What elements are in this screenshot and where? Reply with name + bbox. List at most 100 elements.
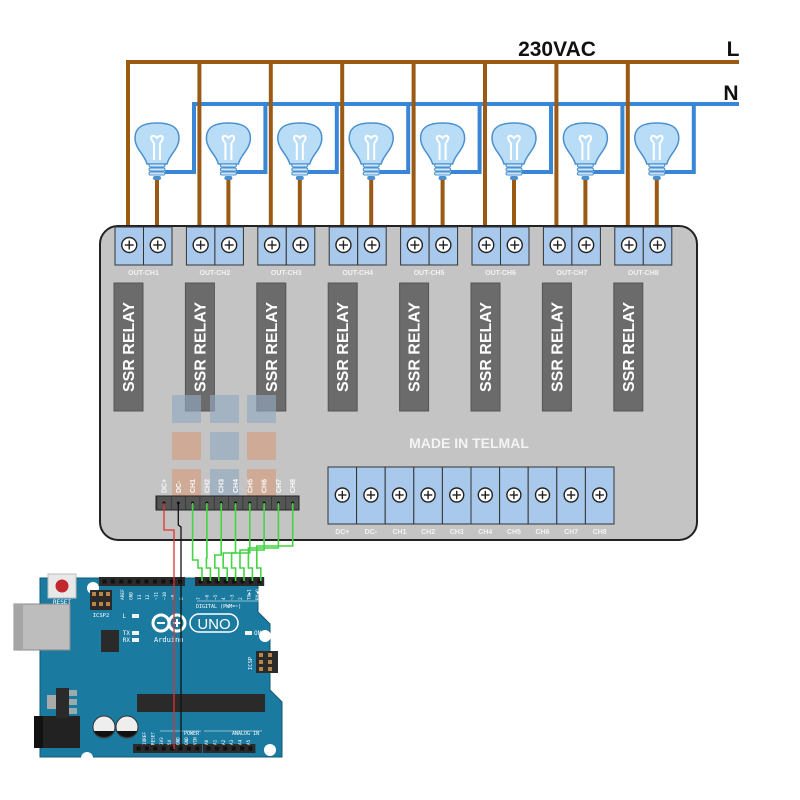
- analog-label: ANALOG IN: [232, 731, 259, 737]
- bulb-base-ring: [291, 163, 309, 168]
- bulb-base-ring: [148, 167, 166, 172]
- pin-label: CH3: [219, 479, 226, 493]
- screw-icon: [192, 236, 209, 254]
- digital-header-low-pin: [223, 579, 228, 584]
- digital-pin-label: ~6: [204, 594, 210, 600]
- light-bulb-icon: [562, 122, 609, 180]
- screw-icon: [620, 236, 638, 254]
- input-terminal-ch4: CH4: [470, 466, 501, 536]
- screw-icon: [534, 487, 551, 503]
- digital-header-high-body: [99, 577, 185, 586]
- pin-label: DC-: [176, 480, 183, 493]
- digital-header-high-pin: [152, 579, 157, 584]
- input-terminal-label: CH2: [421, 529, 435, 536]
- neutral-lamp-wire: [522, 102, 553, 174]
- output-terminal-4: OUT-CH4: [328, 226, 387, 277]
- icsp-pin: [259, 660, 263, 664]
- power-label: POWER: [184, 731, 200, 737]
- led-tx: [132, 631, 139, 635]
- analog-header-pin: [240, 746, 245, 751]
- screw-icon: [449, 487, 465, 503]
- watermark-square: [247, 432, 276, 460]
- icsp-pin: [259, 667, 263, 671]
- input-terminal-ch8: CH8: [584, 466, 615, 536]
- regulator-pin: [69, 690, 77, 696]
- screw-icon: [334, 487, 350, 503]
- input-terminal-label: CH4: [478, 529, 492, 536]
- digital-header-low-pin: [232, 579, 237, 584]
- regulator-pin: [69, 708, 77, 714]
- analog-pin-label: A5: [246, 739, 252, 745]
- terminal-slot: [327, 466, 358, 525]
- screw-icon: [292, 236, 309, 254]
- output-terminal-8: OUT-CH8: [614, 226, 673, 277]
- power-pin-label: IOREF: [142, 732, 148, 745]
- icsp2-pin: [106, 602, 110, 606]
- ch8-signal-wire: [255, 503, 294, 581]
- ssr-relay-7: SSR RELAY: [541, 282, 572, 412]
- icsp2-pin: [92, 602, 96, 606]
- bulb-glass: [348, 122, 394, 165]
- screw-icon: [592, 487, 608, 503]
- digital-header-low-body: [195, 577, 265, 586]
- light-bulb-icon: [491, 122, 537, 180]
- pin-label: CH4: [233, 479, 240, 493]
- ch6-signal-wire: [239, 503, 265, 581]
- digital-pin-label: 2: [238, 597, 244, 600]
- capacitor-stripe: [117, 731, 137, 738]
- screw-icon: [435, 236, 452, 254]
- output-terminal-label: OUT-CH3: [271, 270, 302, 277]
- watermark-square: [210, 395, 239, 423]
- neutral-lamp-wire: [236, 102, 268, 174]
- analog-header-pin: [223, 746, 228, 751]
- digital-pin-label: 8: [179, 597, 185, 600]
- bulb-filament: [150, 134, 164, 160]
- input-terminal-label: CH8: [593, 529, 607, 536]
- output-terminal-label: OUT-CH8: [628, 270, 659, 277]
- screw-icon: [563, 487, 579, 503]
- output-terminal-label: OUT-CH5: [414, 270, 445, 277]
- digital-pin-label: TX▶1: [246, 589, 252, 600]
- icsp2-label: ICSP2: [93, 613, 110, 619]
- bulb-base-ring: [434, 163, 452, 168]
- screw-icon: [549, 236, 566, 254]
- bulb-base-ring: [648, 163, 666, 168]
- bulb-base-ring: [505, 167, 523, 172]
- relay-body: [256, 282, 287, 412]
- relay-body: [541, 282, 572, 412]
- icsp2-pin: [106, 592, 110, 596]
- ch5-signal-wire: [230, 503, 251, 581]
- regulator-pin: [69, 699, 77, 705]
- output-terminal-label: OUT-CH4: [342, 270, 373, 277]
- digital-header-high-pin: [127, 579, 132, 584]
- power-pin-label: GND: [176, 737, 182, 745]
- analog-pin-label: A2: [221, 739, 227, 745]
- digital-label: DIGITAL (PWM=~): [196, 604, 241, 610]
- bulb-base-ring: [505, 163, 523, 168]
- output-terminal-6: OUT-CH6: [471, 226, 530, 277]
- pin-label: CH5: [247, 479, 254, 493]
- bulb-tip: [438, 176, 447, 180]
- capacitor-stripe: [94, 731, 114, 738]
- bulb-filament: [650, 134, 664, 160]
- screw-icon: [220, 236, 238, 254]
- neutral-lamp-wire: [664, 102, 696, 174]
- digital-pin-label: 12: [145, 594, 151, 600]
- digital-pin-label: 4: [221, 597, 227, 600]
- digital-pin-label: ~3: [230, 594, 236, 600]
- screw-icon: [506, 487, 522, 503]
- capacitor: [92, 715, 116, 739]
- power-header-body: [133, 744, 203, 753]
- usb-connector-edge: [14, 604, 23, 650]
- bulb-base-ring: [219, 167, 237, 172]
- output-terminal-label: OUT-CH7: [557, 270, 588, 277]
- screw-icon: [363, 236, 381, 254]
- dc-plus-wire: [163, 503, 175, 749]
- bulb-base-ring: [434, 171, 452, 176]
- usb-chip: [101, 630, 119, 652]
- watermark: [172, 395, 276, 497]
- arduino-board: [39, 577, 283, 758]
- led-l: [132, 614, 139, 618]
